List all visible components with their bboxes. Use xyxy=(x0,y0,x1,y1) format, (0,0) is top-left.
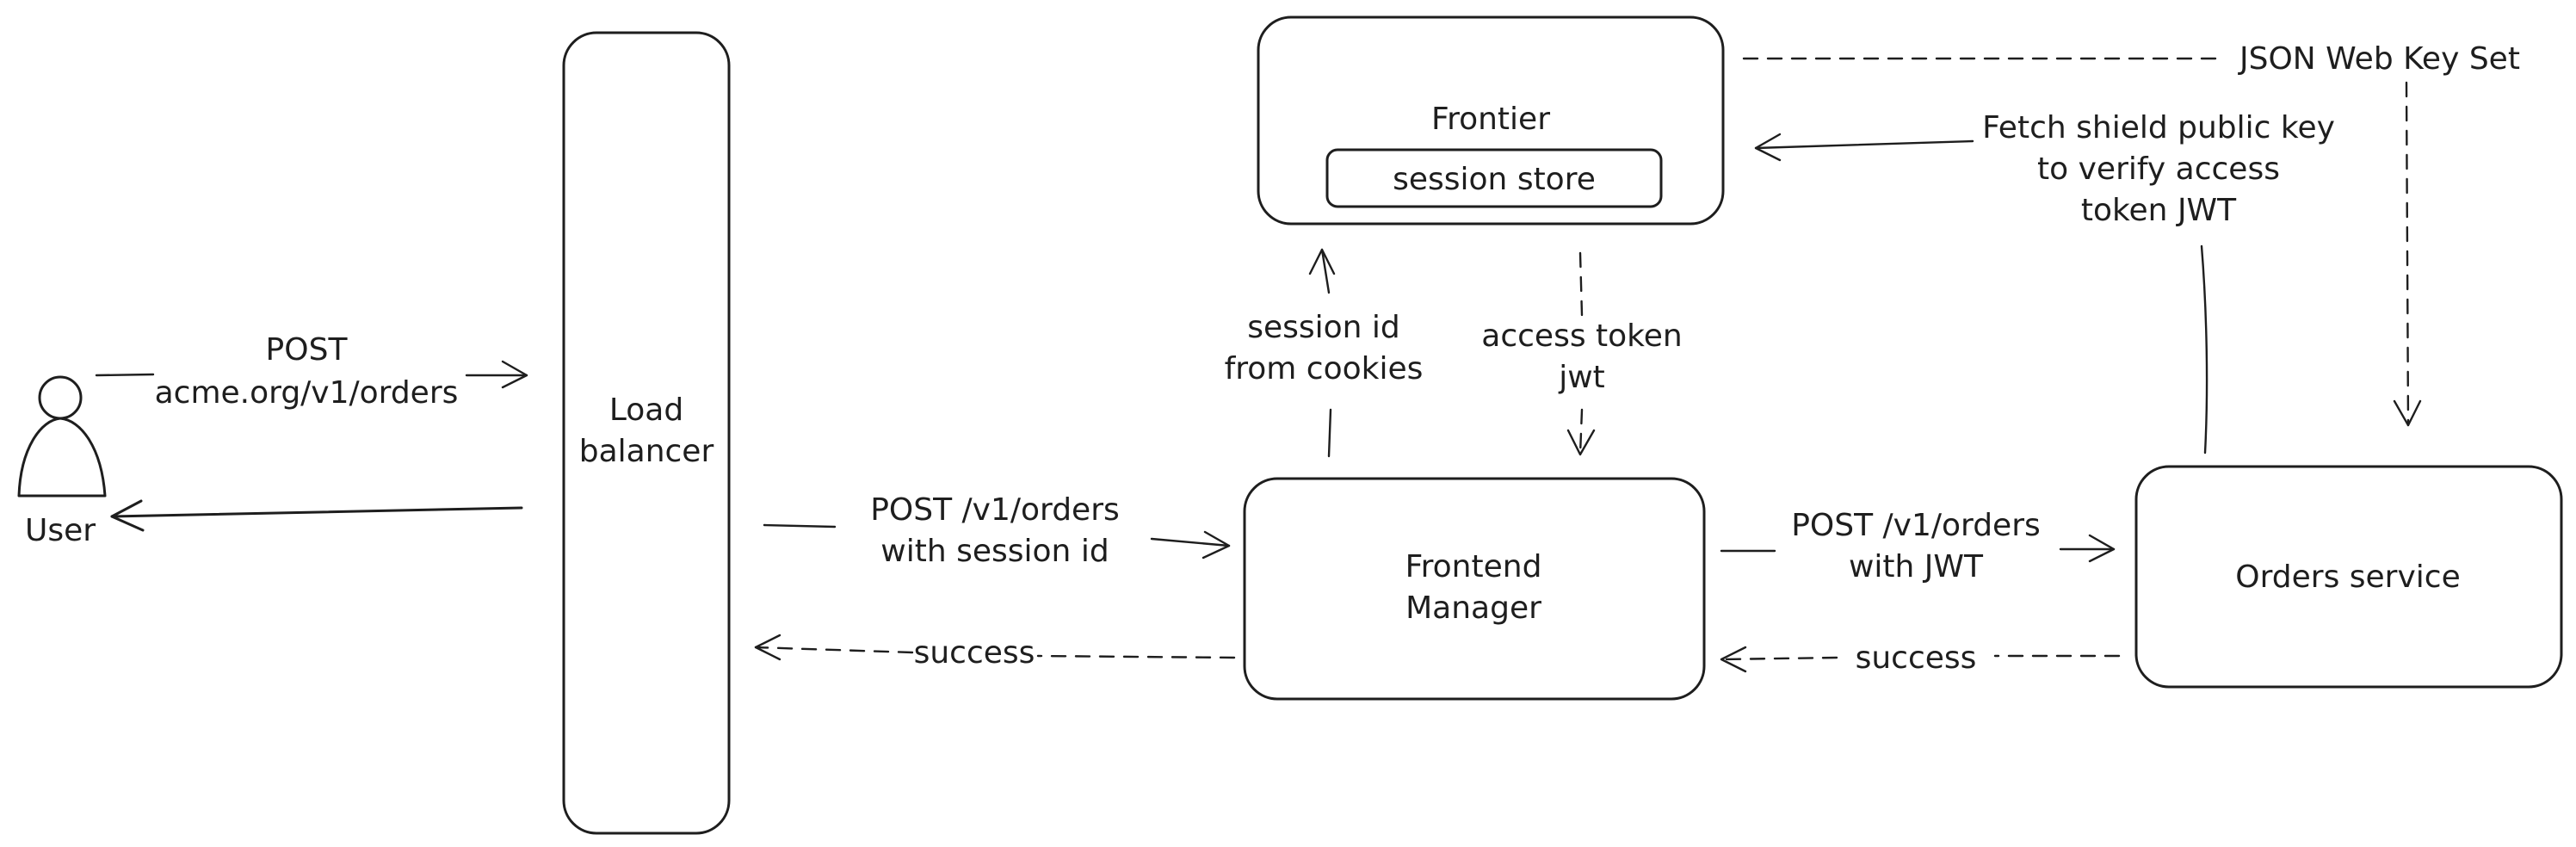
frontier-to-fm-arrow xyxy=(1566,251,1596,456)
user-request-arrow xyxy=(95,360,528,389)
fm-to-frontier-label-line1: session id xyxy=(1247,310,1400,345)
fm-to-frontier-label-line2: from cookies xyxy=(1225,351,1424,386)
fm-to-lb-response-arrow xyxy=(754,634,1236,661)
frontend-manager-label-line2: Manager xyxy=(1405,590,1541,626)
fm-to-orders-label-line1: POST /v1/orders xyxy=(1791,508,2041,543)
user-request-label-line2: acme.org/v1/orders xyxy=(155,375,459,411)
load-balancer-label-line1: Load xyxy=(609,393,683,428)
frontend-manager: Frontend Manager xyxy=(1243,477,1706,701)
load-balancer-box xyxy=(562,31,731,835)
fetch-key-label-line2: to verify access xyxy=(2037,151,2280,187)
load-balancer-label-line2: balancer xyxy=(579,434,714,469)
orders-service-box xyxy=(2134,465,2563,689)
user-icon-head xyxy=(38,375,83,420)
user-request-label-line1: POST xyxy=(266,332,349,368)
user-icon-body xyxy=(17,417,107,498)
lb-to-fm-label-line2: with session id xyxy=(880,534,1109,569)
orders-to-fm-response-label: success xyxy=(1856,640,1977,676)
fetch-key-label-line3: token JWT xyxy=(2081,193,2237,228)
user-response-arrow xyxy=(110,499,523,532)
load-balancer: Load balancer xyxy=(562,31,731,835)
fm-to-orders-label-line2: with JWT xyxy=(1849,549,1984,584)
fm-to-orders-arrow xyxy=(1720,534,2116,563)
user-actor: User xyxy=(17,375,107,548)
lb-to-fm-label-line1: POST /v1/orders xyxy=(870,492,1120,528)
lb-to-fm-arrow xyxy=(763,523,1231,560)
frontier-to-fm-label-line1: access token xyxy=(1481,318,1682,354)
orders-service: Orders service xyxy=(2134,465,2563,689)
jwks-arrow xyxy=(1742,57,2422,427)
frontend-manager-label-line1: Frontend xyxy=(1405,549,1542,584)
user-label: User xyxy=(25,513,96,548)
frontend-manager-box xyxy=(1243,477,1706,701)
fetch-key-label-line1: Fetch shield public key xyxy=(1982,110,2335,145)
fm-to-lb-response-label: success xyxy=(914,635,1035,671)
session-store-box xyxy=(1325,148,1663,208)
fetch-key-arrow xyxy=(1754,133,2208,454)
frontier-box xyxy=(1257,15,1725,226)
frontier-to-fm-label-line2: jwt xyxy=(1558,360,1605,395)
orders-to-fm-response-arrow xyxy=(1720,646,2121,673)
jwks-label: JSON Web Key Set xyxy=(2238,41,2520,77)
frontier: Frontier session store xyxy=(1257,15,1725,226)
frontier-title: Frontier xyxy=(1431,102,1550,137)
orders-service-label: Orders service xyxy=(2235,560,2460,595)
session-store-label: session store xyxy=(1393,162,1596,197)
fm-to-frontier-arrow xyxy=(1308,248,1336,458)
